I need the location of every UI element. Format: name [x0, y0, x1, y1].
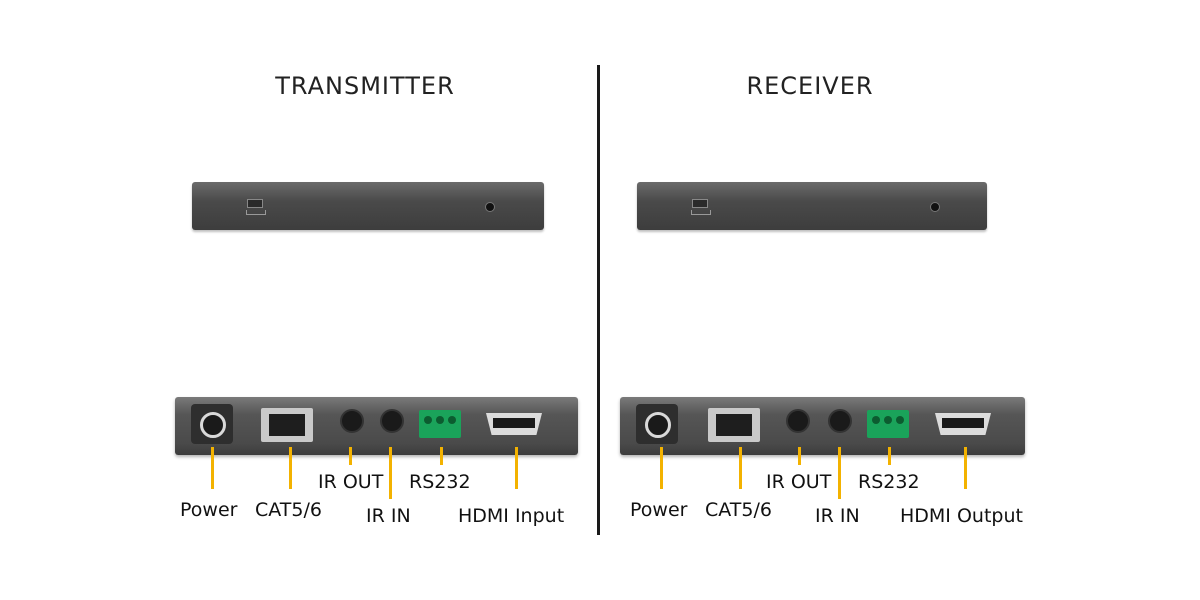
transmitter-back-panel — [175, 397, 578, 455]
switch-marking — [691, 210, 711, 215]
section-divider — [597, 65, 600, 535]
hdmi-port — [486, 413, 542, 435]
mode-switch — [692, 199, 708, 208]
rx-rs232-label: RS232 — [858, 471, 920, 493]
leader-line — [888, 447, 891, 465]
tx-power-label: Power — [180, 499, 238, 521]
rx-hdmi-label: HDMI Output — [900, 505, 1023, 527]
leader-line — [211, 447, 214, 489]
transmitter-top-view — [192, 182, 544, 230]
rs232-port — [419, 410, 461, 438]
hdmi-port — [935, 413, 991, 435]
rx-power-label: Power — [630, 499, 688, 521]
leader-line — [838, 447, 841, 499]
ir-in-port — [828, 409, 852, 433]
receiver-back-panel — [620, 397, 1025, 455]
rs232-port — [867, 410, 909, 438]
tx-rs232-label: RS232 — [409, 471, 471, 493]
leader-line — [964, 447, 967, 489]
ir-out-port — [340, 409, 364, 433]
receiver-top-view — [637, 182, 987, 230]
tx-hdmi-label: HDMI Input — [458, 505, 565, 527]
rx-ir-out-label: IR OUT — [766, 471, 832, 493]
leader-line — [798, 447, 801, 465]
transmitter-title: TRANSMITTER — [275, 72, 455, 100]
tx-ir-in-label: IR IN — [366, 505, 411, 527]
leader-line — [389, 447, 392, 499]
leader-line — [440, 447, 443, 465]
leader-line — [289, 447, 292, 489]
leader-line — [739, 447, 742, 489]
ir-in-port — [380, 409, 404, 433]
indicator-led — [930, 202, 940, 212]
cat-port — [708, 408, 760, 442]
power-port — [191, 404, 233, 444]
switch-marking — [246, 210, 266, 215]
leader-line — [349, 447, 352, 465]
power-port — [636, 404, 678, 444]
tx-ir-out-label: IR OUT — [318, 471, 384, 493]
ir-out-port — [786, 409, 810, 433]
tx-cat-label: CAT5/6 — [255, 499, 322, 521]
leader-line — [515, 447, 518, 489]
mode-switch — [247, 199, 263, 208]
leader-line — [660, 447, 663, 489]
rx-cat-label: CAT5/6 — [705, 499, 772, 521]
cat-port — [261, 408, 313, 442]
receiver-title: RECEIVER — [746, 72, 874, 100]
rx-ir-in-label: IR IN — [815, 505, 860, 527]
indicator-led — [485, 202, 495, 212]
